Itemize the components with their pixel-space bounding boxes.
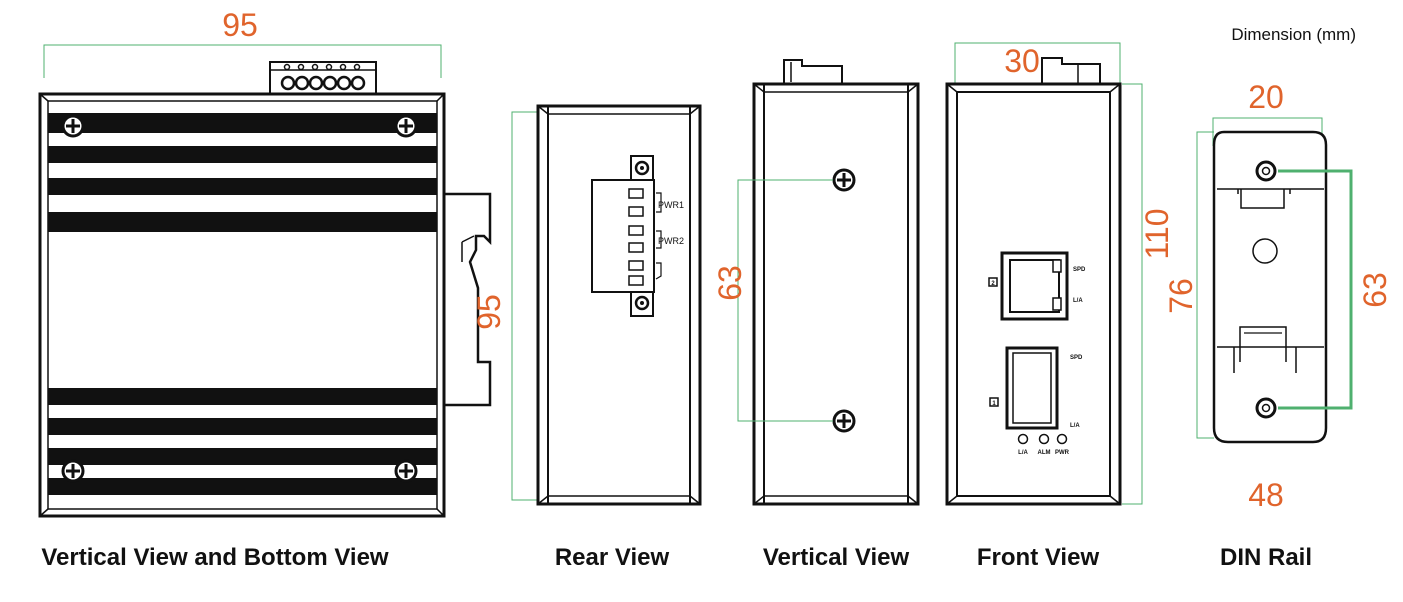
screw-icon [61, 459, 85, 483]
screw-icon [1255, 160, 1277, 182]
screw-spacing-label: 63 [712, 265, 748, 301]
rear-body [536, 104, 702, 506]
vertical-body [752, 82, 920, 506]
front-width-label: 30 [1004, 43, 1040, 79]
caption-rear-view: Rear View [555, 544, 670, 571]
heatsink-fins [48, 113, 437, 495]
bottom-body [38, 92, 446, 518]
caption-vertical-view: Vertical View [763, 544, 910, 571]
la-label-bottom: L/A [1070, 423, 1080, 429]
spd-label-bottom: SPD [1070, 355, 1083, 361]
bottom-height-guide [511, 111, 538, 501]
front-height-label: 110 [1139, 208, 1175, 259]
led-label-pwr: PWR [1055, 450, 1070, 456]
power-terminal: PWR1 PWR2 [591, 155, 684, 317]
port2-label: 2 [991, 281, 995, 287]
screw-icon [832, 409, 856, 433]
din-height-guide [1196, 131, 1214, 439]
led-label-la: L/A [1018, 450, 1028, 456]
front-height-guide [1122, 83, 1143, 505]
din-bottom-label: 48 [1248, 477, 1284, 513]
pwr1-label: PWR1 [658, 200, 684, 210]
spd-label-top: SPD [1073, 267, 1086, 273]
front-width-guide [954, 42, 1121, 84]
screw-spacing-guide [737, 179, 833, 422]
pwr-led-icon [1056, 433, 1068, 445]
din-hole-spacing-guide [1278, 169, 1353, 410]
sfp-port [1005, 346, 1059, 430]
screw-icon [394, 459, 418, 483]
pwr2-label: PWR2 [658, 236, 684, 246]
bottom-height-label: 95 [471, 294, 507, 330]
din-clip-profile [444, 192, 492, 407]
din-height-label: 76 [1163, 278, 1199, 314]
port1-marker [989, 397, 999, 407]
bottom-width-label: 95 [222, 7, 258, 43]
caption-din-rail: DIN Rail [1220, 544, 1312, 571]
la-label-top: L/A [1073, 298, 1083, 304]
top-connector [1041, 57, 1101, 84]
caption-front-view: Front View [977, 544, 1100, 571]
screw-icon [1255, 397, 1277, 419]
alm-led-icon [1038, 433, 1050, 445]
screw-icon [394, 114, 418, 138]
din-hole-spacing-label: 63 [1357, 272, 1393, 308]
rear-view: PWR1 PWR2 Rear View [536, 104, 702, 571]
screw-icon [832, 168, 856, 192]
screw-icon [61, 114, 85, 138]
din-width-label: 20 [1248, 79, 1284, 115]
led-label-alm: ALM [1038, 450, 1051, 456]
port2-marker [988, 277, 998, 287]
terminal-block [269, 61, 377, 95]
vertical-view: 63 Vertical View [712, 59, 920, 571]
bottom-view: 95 [38, 7, 538, 571]
la-led-icon [1017, 433, 1029, 445]
units-label: Dimension (mm) [1231, 25, 1356, 44]
bottom-width-guide [43, 44, 442, 78]
front-view: 30 2 SPD L/A 1 SPD L/A [945, 42, 1175, 571]
din-rail-view: Dimension (mm) 20 63 76 48 DIN Rail [1163, 25, 1393, 571]
din-bracket [1212, 130, 1328, 444]
caption-vertical-bottom-view: Vertical View and Bottom View [41, 544, 389, 571]
top-connector [783, 59, 843, 84]
port1-label: 1 [992, 401, 996, 407]
mounting-hole [1252, 238, 1278, 264]
status-leds: L/A ALM PWR [1017, 433, 1070, 456]
rj45-port [1000, 251, 1069, 321]
